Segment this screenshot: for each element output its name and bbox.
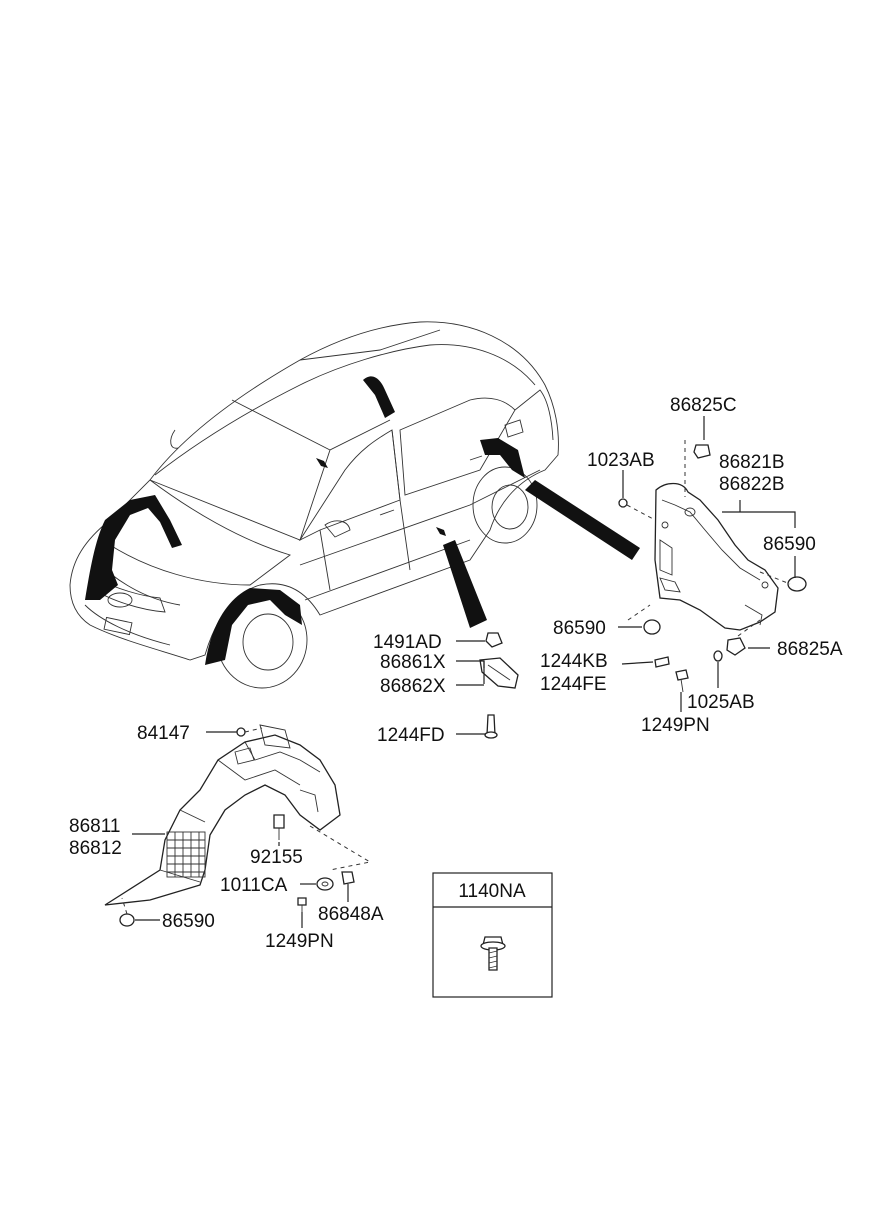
leader-lines [121, 416, 796, 928]
label-1011CA: 1011CA [220, 875, 288, 896]
flange-bolt-icon [480, 936, 506, 971]
front-wheel-guard [104, 724, 341, 906]
label-1491AD: 1491AD [373, 632, 442, 653]
legend-box-1140NA: 1140NA [432, 872, 553, 998]
label-86821B: 86821B [719, 452, 785, 473]
label-1025AB: 1025AB [687, 692, 755, 713]
label-1244FD: 1244FD [377, 725, 445, 746]
label-86590-rear-mid: 86590 [553, 618, 606, 639]
label-92155: 92155 [250, 847, 303, 868]
rear-wheel-guard [654, 482, 779, 631]
label-1244KB: 1244KB [540, 651, 608, 672]
car-illustration [69, 321, 640, 689]
label-86590-rear-top: 86590 [763, 534, 816, 555]
label-86848A: 86848A [318, 904, 384, 925]
label-86825A: 86825A [777, 639, 843, 660]
label-1249PN-rear: 1249PN [641, 715, 710, 736]
label-86811: 86811 [69, 816, 120, 837]
label-1244FE: 1244FE [540, 674, 607, 695]
rear-fasteners [618, 444, 807, 693]
front-fasteners [119, 727, 355, 927]
label-86861X: 86861X [380, 652, 446, 673]
legend-part-number: 1140NA [458, 881, 526, 902]
label-1023AB: 1023AB [587, 450, 655, 471]
label-86822B: 86822B [719, 474, 785, 495]
label-86862X: 86862X [380, 676, 446, 697]
bracket-assembly [479, 632, 519, 739]
label-86590-front: 86590 [162, 911, 215, 932]
part-labels: 86825C 1023AB 86821B 86822B 86590 86590 … [69, 395, 843, 952]
label-86825C: 86825C [670, 395, 737, 416]
label-86812: 86812 [69, 838, 122, 859]
guard-vent-grid [166, 831, 206, 878]
label-84147: 84147 [137, 723, 190, 744]
label-1249PN-front: 1249PN [265, 931, 334, 952]
